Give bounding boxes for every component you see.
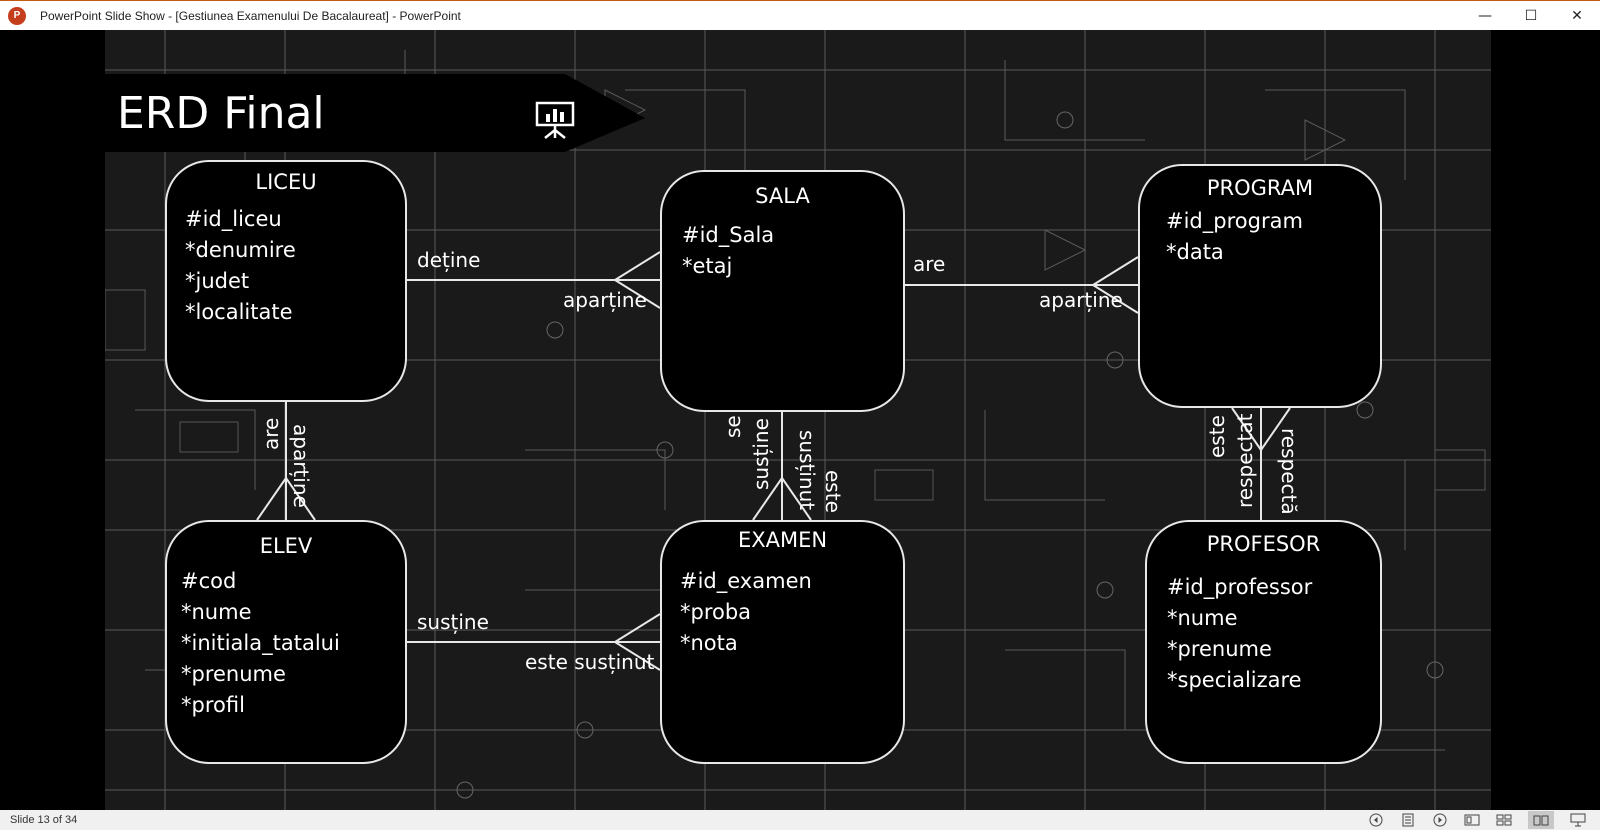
notes-icon (1402, 813, 1414, 827)
relationship-lines (256, 251, 1291, 671)
previous-slide-button[interactable] (1368, 813, 1384, 827)
entity-examen: EXAMEN #id_examen *proba *nota (660, 520, 905, 764)
reading-view-icon (1533, 815, 1549, 826)
entity-name: ELEV (259, 534, 313, 558)
normal-view-icon (1464, 814, 1480, 826)
attribute: *nota (680, 631, 738, 655)
rel-label-este-program: este (1205, 415, 1229, 458)
attribute: *nume (1167, 606, 1238, 630)
attribute: *prenume (181, 662, 286, 686)
notes-button[interactable] (1400, 813, 1416, 827)
attribute-list: #id_liceu *denumire *judet *localitate (185, 204, 296, 328)
rel-label-este-sustinut: este susținut (525, 650, 655, 674)
attribute-list: #cod *nume *initiala_tatalui *prenume *p… (181, 566, 340, 721)
attribute: *specializare (1167, 668, 1302, 692)
attribute: #id_program (1166, 209, 1303, 233)
entity-name: PROFESOR (1206, 532, 1321, 556)
attribute: #id_Sala (682, 223, 775, 247)
rel-label-apartine-program: aparține (1039, 288, 1123, 312)
entity-elev: ELEV #cod *nume *initiala_tatalui *prenu… (165, 520, 407, 764)
slideshow-icon (1570, 813, 1586, 827)
entity-name: SALA (755, 184, 810, 208)
entity-program: PROGRAM #id_program *data (1138, 164, 1382, 408)
next-icon (1433, 813, 1447, 827)
minimize-button[interactable]: — (1462, 1, 1508, 31)
rel-label-se: se (721, 415, 745, 438)
attribute-list: #id_program *data (1166, 206, 1303, 268)
attribute-list: #id_professor *nume *prenume *specializa… (1167, 572, 1312, 696)
slide-sorter-icon (1496, 814, 1512, 826)
rel-label-sustine-elev: susține (417, 610, 489, 634)
maximize-icon: ☐ (1524, 8, 1538, 24)
previous-icon (1369, 813, 1383, 827)
attribute: *etaj (682, 254, 733, 278)
status-bar: Slide 13 of 34 (0, 810, 1600, 830)
rel-label-sustine-examen: susține (749, 418, 773, 490)
window-title: PowerPoint Slide Show - [Gestiunea Exame… (40, 8, 461, 23)
rel-label-apartine-elev: aparține (289, 424, 313, 508)
close-icon: ✕ (1571, 8, 1583, 24)
close-button[interactable]: ✕ (1554, 1, 1600, 31)
attribute: *initiala_tatalui (181, 631, 340, 655)
slide-sorter-button[interactable] (1496, 813, 1512, 827)
attribute: *judet (185, 269, 250, 293)
rel-label-are-program: are (913, 252, 946, 276)
slide[interactable]: ERD Final (105, 30, 1491, 810)
attribute: *proba (680, 600, 752, 624)
attribute-list: #id_Sala *etaj (682, 220, 774, 282)
normal-view-button[interactable] (1464, 813, 1480, 827)
rel-label-detine: deține (417, 248, 481, 272)
attribute-list: #id_examen *proba *nota (680, 566, 812, 659)
entity-sala: SALA #id_Sala *etaj (660, 170, 905, 412)
rel-label-respectat: respectat (1233, 413, 1257, 508)
attribute: #cod (181, 569, 237, 593)
minimize-icon: — (1478, 8, 1492, 24)
attribute: #id_liceu (185, 207, 282, 231)
attribute: *profil (181, 693, 245, 717)
entity-name: PROGRAM (1206, 176, 1314, 200)
attribute: #id_professor (1167, 575, 1313, 599)
presentation-icon (535, 101, 575, 139)
title-banner (105, 74, 645, 152)
rel-label-este-examen: este (821, 470, 845, 513)
rel-label-respecta: respectă (1277, 428, 1301, 515)
slide-title: ERD Final (117, 88, 325, 139)
maximize-button[interactable]: ☐ (1508, 1, 1554, 31)
powerpoint-icon: P (8, 6, 26, 25)
attribute: #id_examen (680, 569, 812, 593)
attribute: *denumire (185, 238, 296, 262)
slideshow-button[interactable] (1570, 813, 1586, 827)
rel-label-apartine-sala: aparține (563, 288, 647, 312)
rel-label-sustinut: susținut (795, 430, 819, 511)
entity-name: EXAMEN (737, 528, 828, 552)
entity-liceu: LICEU #id_liceu *denumire *judet *locali… (165, 160, 407, 402)
attribute: *data (1166, 240, 1224, 264)
attribute: *localitate (185, 300, 293, 324)
slide-counter: Slide 13 of 34 (10, 814, 78, 826)
entity-profesor: PROFESOR #id_professor *nume *prenume *s… (1145, 520, 1382, 764)
rel-label-are-elev: are (259, 417, 283, 450)
slideshow-stage: ERD Final (0, 30, 1600, 810)
window-titlebar: P PowerPoint Slide Show - [Gestiunea Exa… (0, 0, 1600, 30)
next-slide-button[interactable] (1432, 813, 1448, 827)
entity-name: LICEU (255, 170, 317, 194)
attribute: *prenume (1167, 637, 1272, 661)
attribute: *nume (181, 600, 252, 624)
reading-view-button[interactable] (1528, 811, 1554, 829)
